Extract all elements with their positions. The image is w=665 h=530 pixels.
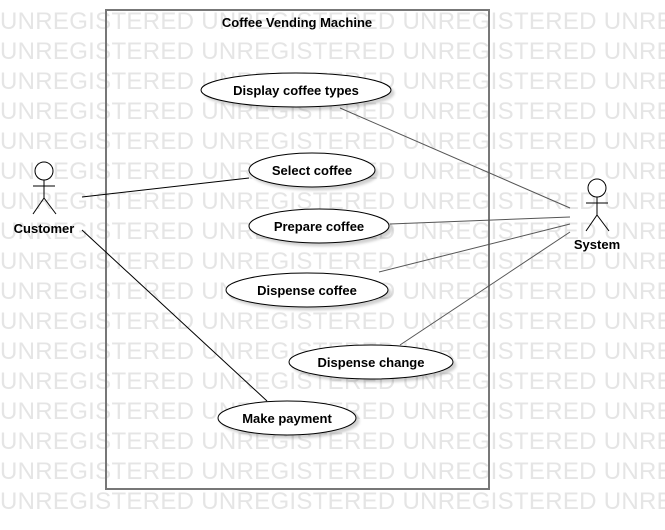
use-case-display-coffee-types[interactable] [200,72,392,108]
use-case-select-coffee[interactable] [248,152,376,188]
system-boundary[interactable] [105,9,490,490]
use-case-label-make-payment: Make payment [242,411,332,426]
use-case-make-payment[interactable] [217,400,357,436]
use-case-label-dispense-coffee: Dispense coffee [257,283,357,298]
association-customer-select[interactable] [81,177,250,198]
use-case-dispense-coffee[interactable] [225,272,389,308]
association-system-dispense[interactable] [378,223,571,273]
use-case-dispense-change[interactable] [288,344,454,380]
association-system-prepare[interactable] [389,216,571,225]
actor-customer-icon[interactable] [32,161,57,215]
use-case-label-dispense-change: Dispense change [318,355,425,370]
association-customer-payment[interactable] [81,229,268,402]
association-system-change[interactable] [399,231,571,346]
system-boundary-title: Coffee Vending Machine [222,15,372,30]
use-case-label-prepare-coffee: Prepare coffee [274,219,364,234]
association-system-display[interactable] [339,107,571,209]
use-case-label-display-coffee-types: Display coffee types [233,83,359,98]
use-case-prepare-coffee[interactable] [248,208,390,244]
actor-system-icon[interactable] [585,178,610,232]
actor-system-label: System [574,237,620,252]
use-case-label-select-coffee: Select coffee [272,163,352,178]
actor-customer-label: Customer [14,221,75,236]
